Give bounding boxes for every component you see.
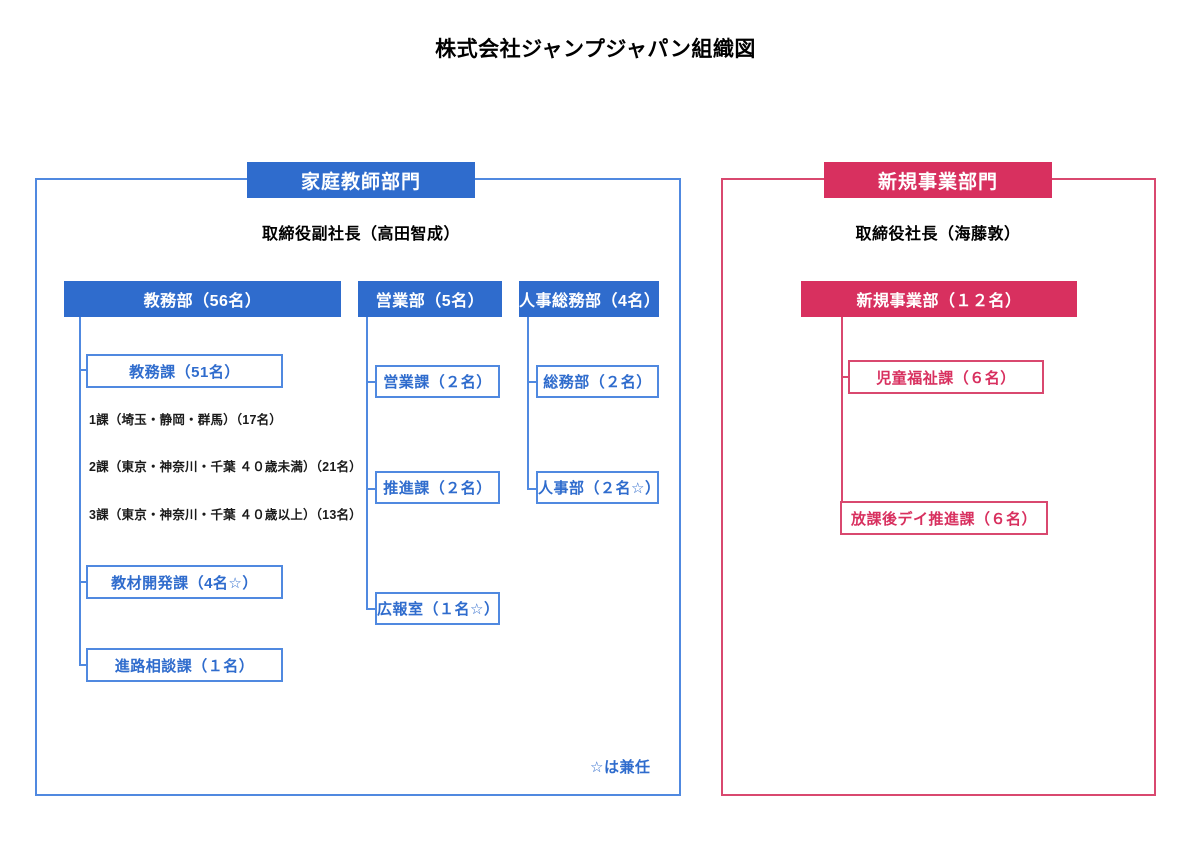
division-executive-new-business: 取締役社長（海藤敦） [855,226,1021,243]
connector-branch-kyomu-ka [79,369,88,371]
connector-branch-pr-office [366,608,376,610]
division-frame-new-business [721,178,1156,796]
department-bar-new-business: 新規事業部（１２名） [801,281,1077,317]
detail-line-kyomu-2: 2課（東京・神奈川・千葉 ４０歳未満）（21名） [89,460,362,474]
connector-branch-child-welfare [841,376,850,378]
department-bar-academic-affairs: 教務部（56名） [64,281,341,317]
connector-branch-general-affairs [527,381,537,383]
unit-box-sales-section: 営業課（２名） [375,365,500,398]
unit-box-afterschool-day: 放課後デイ推進課（６名） [840,501,1048,535]
unit-box-material-dev: 教材開発課（4名☆） [86,565,283,599]
connector-trunk-academic-affairs [79,317,81,666]
connector-trunk-sales [366,317,368,610]
unit-box-child-welfare: 児童福祉課（６名） [848,360,1044,394]
connector-branch-sales-section [366,381,376,383]
division-header-tutoring: 家庭教師部門 [247,162,475,198]
connector-trunk-hr-general-affairs [527,317,529,490]
connector-branch-material-dev [79,581,88,583]
page-title: 株式会社ジャンプジャパン組織図 [435,38,756,61]
connector-trunk-new-business [841,317,843,520]
division-executive-tutoring: 取締役副社長（高田智成） [261,226,460,243]
department-bar-hr-general-affairs: 人事総務部（4名） [519,281,660,317]
connector-branch-promotion-section [366,488,376,490]
detail-line-kyomu-3: 3課（東京・神奈川・千葉 ４０歳以上）（13名） [89,508,362,522]
unit-box-promotion-section: 推進課（２名） [375,471,500,504]
unit-box-career-counsel: 進路相談課（１名） [86,648,283,682]
connector-branch-career-counsel [79,664,88,666]
footnote-kennin: ☆は兼任 [590,759,651,776]
detail-line-kyomu-1: 1課（埼玉・静岡・群馬）（17名） [89,413,283,427]
department-bar-sales: 営業部（5名） [358,281,502,317]
connector-branch-hr-dept [527,488,537,490]
unit-box-hr-dept: 人事部（２名☆） [536,471,660,504]
unit-box-kyomu-ka: 教務課（51名） [86,354,283,388]
unit-box-general-affairs: 総務部（２名） [536,365,659,398]
unit-box-pr-office: 広報室（１名☆） [375,592,500,625]
division-header-new-business: 新規事業部門 [824,162,1052,198]
